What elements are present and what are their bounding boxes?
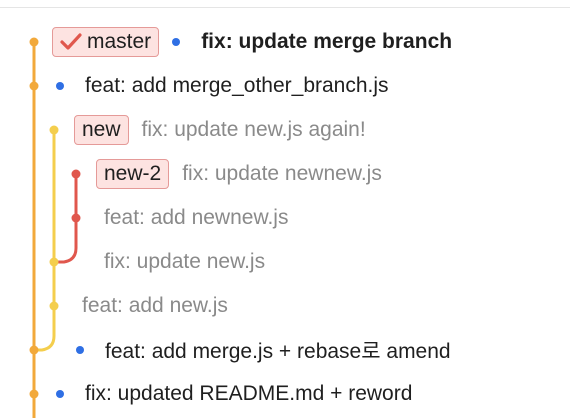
commit-row[interactable]: feat: add merge_other_branch.js (56, 66, 389, 106)
commit-row[interactable]: fix: updated README.md + reword (56, 374, 412, 414)
branch-line-new (34, 130, 56, 352)
commit-message: fix: updated README.md + reword (85, 382, 413, 405)
commit-row[interactable]: feat: add new.js (82, 286, 228, 326)
commit-row[interactable]: feat: add newnew.js (104, 198, 288, 238)
commit-node (29, 345, 39, 355)
commit-node (29, 37, 39, 47)
branch-badge-new[interactable]: new (74, 115, 129, 145)
commit-message: fix: update new.js again! (141, 118, 366, 141)
commit-message: fix: update merge branch (201, 30, 453, 53)
head-indicator-dot (56, 82, 64, 90)
commit-node (49, 125, 59, 135)
commit-node (29, 389, 39, 399)
head-indicator-dot (76, 346, 84, 354)
head-indicator-dot (172, 38, 181, 46)
commit-row[interactable]: fix: update new.js (104, 242, 265, 282)
commit-message: feat: add merge_other_branch.js (85, 74, 389, 97)
branch-badge-master[interactable]: master (52, 27, 160, 57)
commit-message: fix: update newnew.js (182, 162, 382, 185)
head-indicator-dot (56, 390, 64, 398)
commit-node (49, 301, 59, 311)
commit-node (49, 257, 59, 267)
branch-badge-label: new (82, 118, 121, 141)
commit-message: fix: update new.js (104, 250, 266, 273)
commit-node (29, 81, 39, 91)
window-top-edge (0, 0, 570, 8)
commit-node (71, 213, 81, 223)
commit-row[interactable]: new fix: update new.js again! (74, 110, 366, 150)
commit-message: feat: add new.js (82, 294, 228, 317)
commit-row[interactable]: master fix: update merge branch (52, 22, 452, 62)
branch-badge-new-2[interactable]: new-2 (96, 159, 170, 189)
commit-row[interactable]: new-2 fix: update newnew.js (96, 154, 382, 194)
commit-message: feat: add newnew.js (104, 206, 289, 229)
branch-line-new-2 (54, 174, 78, 264)
branch-badge-label: master (87, 30, 152, 53)
commit-row[interactable]: feat: add merge.js + rebase로 amend (76, 330, 451, 370)
commit-message: feat: add merge.js + rebase로 amend (105, 340, 451, 363)
check-icon (60, 33, 82, 50)
branch-badge-label: new-2 (104, 162, 162, 185)
commit-node (71, 169, 81, 179)
